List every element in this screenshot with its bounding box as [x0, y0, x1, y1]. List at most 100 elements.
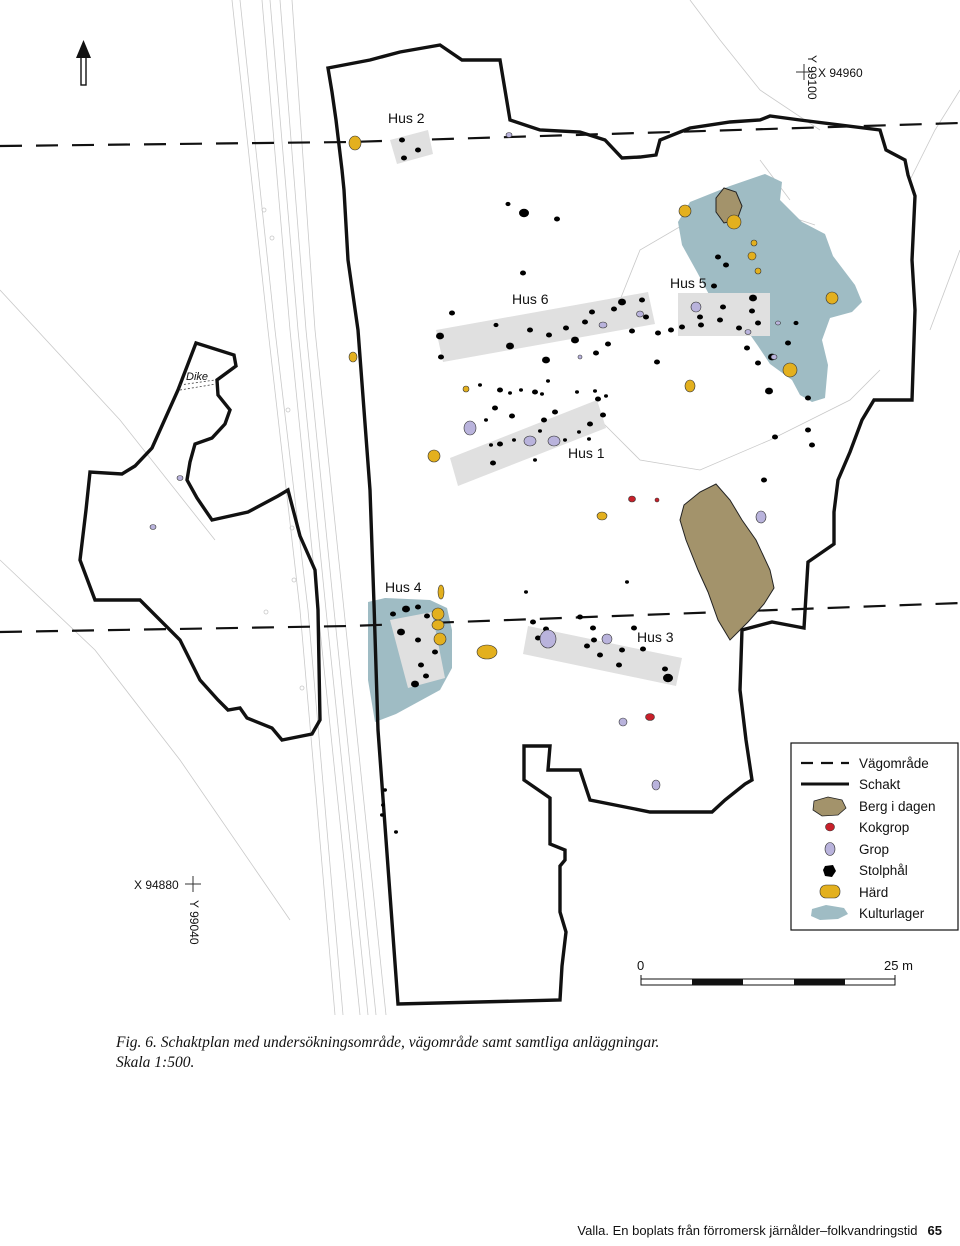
posthole-icon	[533, 458, 537, 462]
hearth-icon	[348, 135, 362, 151]
posthole-icon	[449, 310, 455, 316]
posthole-icon	[595, 396, 601, 402]
coordinate-label-top-x: X 94960	[818, 66, 863, 80]
legend-symbol-cooking-pit	[825, 822, 835, 832]
pit-icon	[744, 329, 752, 335]
scale-bar: 0 25 m	[637, 958, 913, 986]
pit-icon	[463, 420, 477, 436]
legend-label-bedrock: Berg i dagen	[859, 799, 936, 814]
posthole-icon	[478, 383, 482, 387]
pit-icon	[601, 633, 613, 645]
posthole-icon	[506, 342, 514, 350]
hearth-icon	[348, 351, 358, 363]
coordinate-label-bottom-y: Y 99040	[187, 900, 201, 945]
posthole-icon	[505, 201, 511, 207]
house-2	[390, 130, 433, 164]
house-label-6: Hus 6	[512, 291, 549, 307]
hearth-icon	[782, 362, 798, 378]
posthole-icon	[616, 662, 622, 668]
posthole-icon	[662, 666, 668, 672]
posthole-icon	[527, 327, 533, 333]
posthole-icon	[654, 359, 660, 365]
map-legend: Vägområde Schakt Berg i dagen Kokgrop Gr…	[790, 742, 959, 931]
hearth-icon	[750, 239, 758, 247]
pit-icon	[577, 354, 583, 360]
posthole-icon	[593, 350, 599, 356]
pit-icon	[505, 132, 513, 138]
hearth-icon	[476, 644, 498, 660]
posthole-icon	[542, 356, 550, 364]
pit-features	[149, 132, 781, 791]
posthole-icon	[497, 441, 503, 447]
pit-icon	[539, 629, 557, 649]
posthole-icon	[711, 283, 717, 289]
hearth-icon	[596, 511, 608, 521]
posthole-icon	[381, 803, 385, 807]
hearth-icon	[754, 267, 762, 275]
dike-label: Dike	[186, 371, 208, 383]
legend-label-posthole: Stolphål	[859, 863, 908, 878]
coordinate-label-top-y: Y 99100	[805, 55, 819, 100]
posthole-icon	[589, 309, 595, 315]
posthole-icon	[720, 304, 726, 310]
posthole-icon	[605, 341, 611, 347]
posthole-icon	[484, 418, 488, 422]
posthole-icon	[497, 387, 503, 393]
posthole-icon	[587, 421, 593, 427]
landmark-marker	[299, 685, 305, 691]
posthole-icon	[535, 635, 541, 641]
hearth-icon	[726, 214, 742, 230]
hearth-icon	[684, 379, 696, 393]
posthole-icon	[604, 394, 608, 398]
posthole-icon	[744, 345, 750, 351]
posthole-icon	[563, 438, 567, 442]
legend-symbol-hearth	[819, 884, 841, 899]
posthole-icon	[717, 317, 723, 323]
legend-label-cooking-pit: Kokgrop	[859, 820, 909, 835]
posthole-icon	[546, 379, 550, 383]
pit-icon	[618, 717, 628, 727]
posthole-icon	[575, 390, 579, 394]
posthole-icon	[432, 649, 438, 655]
pit-icon	[690, 301, 702, 313]
cooking-pit-features	[628, 495, 660, 721]
hearth-icon	[462, 385, 470, 393]
pit-icon	[523, 435, 537, 447]
posthole-icon	[530, 619, 536, 625]
legend-symbol-pit	[824, 842, 836, 856]
posthole-icon	[584, 643, 590, 649]
posthole-icon	[402, 605, 410, 613]
posthole-icon	[785, 340, 791, 346]
house-label-2: Hus 2	[388, 110, 425, 126]
posthole-icon	[629, 328, 635, 334]
posthole-icon	[697, 314, 703, 320]
legend-label-pit: Grop	[859, 842, 889, 857]
footer-title: Valla. En boplats från förromersk järnål…	[577, 1223, 918, 1238]
legend-label-hearth: Härd	[859, 885, 888, 900]
posthole-icon	[508, 391, 512, 395]
scale-bar-start-label: 0	[637, 958, 644, 973]
hearth-icon	[437, 584, 445, 600]
pit-icon	[770, 354, 778, 360]
posthole-icon	[411, 680, 419, 688]
posthole-icon	[424, 613, 430, 619]
posthole-icon	[772, 434, 778, 440]
legend-symbol-posthole	[823, 865, 836, 877]
figure-caption-line-1: Fig. 6. Schaktplan med undersökningsområ…	[116, 1034, 660, 1051]
posthole-icon	[436, 332, 444, 340]
hearth-icon	[427, 449, 441, 463]
hearth-icon	[431, 619, 445, 631]
hearth-icon	[825, 291, 839, 305]
posthole-icon	[397, 628, 405, 636]
posthole-icon	[438, 354, 444, 360]
legend-label-road-area: Vägområde	[859, 756, 929, 771]
pit-icon	[598, 321, 608, 329]
posthole-icon	[679, 324, 685, 330]
posthole-icon	[663, 673, 673, 683]
posthole-icon	[805, 427, 811, 433]
posthole-icon	[489, 443, 493, 447]
posthole-icon	[490, 460, 496, 466]
pit-icon	[755, 510, 767, 524]
figure-caption: Fig. 6. Schaktplan med undersökningsområ…	[116, 1033, 816, 1073]
posthole-icon	[582, 319, 588, 325]
